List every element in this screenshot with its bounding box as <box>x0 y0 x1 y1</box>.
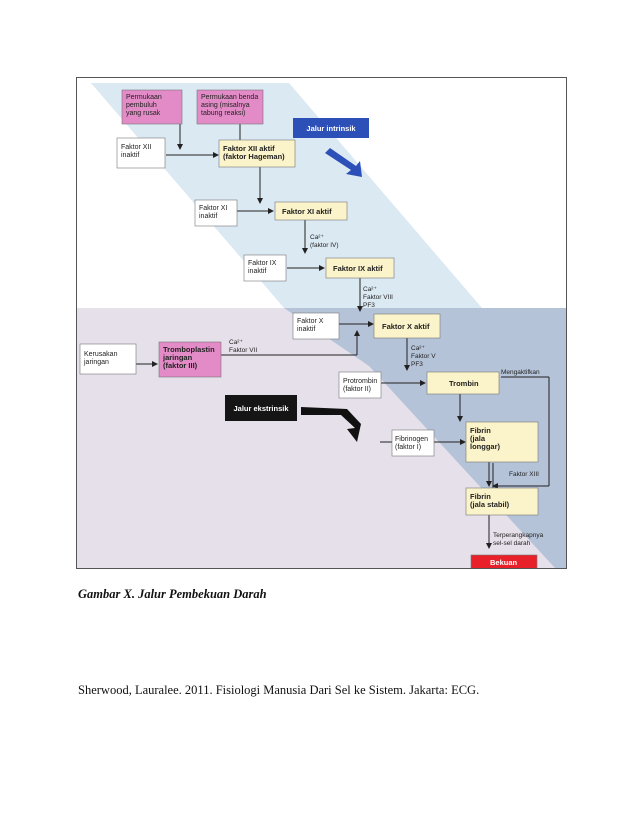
extrinsic-direction-arrow <box>301 407 361 442</box>
annotation-faktor-xiii: Faktor XIII <box>509 471 539 478</box>
annotation-mengaktifkan: Mengaktifkan <box>501 369 540 376</box>
box-faktor-x-aktif <box>373 313 441 339</box>
reference-citation: Sherwood, Lauralee. 2011. Fisiologi Manu… <box>78 683 480 697</box>
jalur-intrinsik-label-bg <box>293 118 369 138</box>
coagulation-diagram: Jalur intrinsik Jalur ekstrinsik Permuka… <box>76 77 567 569</box>
intrinsic-band <box>91 83 482 308</box>
box-permukaan-rusak <box>121 89 183 125</box>
box-text-faktor-x-aktif: Faktor X aktif <box>382 322 430 331</box>
box-text-fibrin-stabil: Fibrin(jala stabil) <box>470 492 510 509</box>
box-fibrin-stabil <box>465 487 539 516</box>
box-faktor-ix-inaktif <box>243 254 287 282</box>
jalur-intrinsik-label: Jalur intrinsik <box>306 124 356 133</box>
box-bekuan <box>470 554 538 568</box>
box-faktor-xii-inaktif <box>116 137 166 169</box>
box-text-faktor-xii-aktif: Faktor XII aktif(faktor Hageman) <box>223 144 285 161</box>
box-text-fibrinogen: Fibrinogen(faktor I) <box>395 436 428 451</box>
box-kerusakan-jaringan <box>79 343 137 375</box>
box-text-faktor-xi-aktif: Faktor XI aktif <box>282 207 332 216</box>
box-faktor-x-inaktif <box>292 312 340 340</box>
box-permukaan-asing <box>196 89 264 125</box>
box-fibrin-longgar <box>465 421 539 463</box>
intrinsic-direction-arrow <box>325 148 362 177</box>
box-text-faktor-ix-aktif: Faktor IX aktif <box>333 264 383 273</box>
box-fibrinogen <box>391 429 435 457</box>
box-faktor-ix-aktif <box>325 257 395 279</box>
coagulation-diagram-svg: Jalur intrinsik Jalur ekstrinsik Permuka… <box>77 83 566 568</box>
jalur-ekstrinsik-label-bg <box>225 395 297 421</box>
annotation-ca-vii: Ca²⁺Faktor VII <box>229 339 257 354</box>
box-faktor-xii-aktif <box>218 139 296 168</box>
annotation-ca-ix: Ca²⁺(faktor IV) <box>310 234 339 249</box>
box-text-trombin: Trombin <box>449 379 479 388</box>
box-faktor-xi-aktif <box>274 201 348 221</box>
box-faktor-xi-inaktif <box>194 199 238 227</box>
box-text-bekuan: Bekuan <box>490 558 518 567</box>
box-text-protrombin: Protrombin(faktor II) <box>343 378 377 393</box>
box-tromboplastin <box>158 341 222 378</box>
jalur-ekstrinsik-label: Jalur ekstrinsik <box>233 404 289 413</box>
box-protrombin <box>338 371 382 399</box>
box-trombin <box>426 371 500 395</box>
figure-caption: Gambar X. Jalur Pembekuan Darah <box>78 587 267 601</box>
